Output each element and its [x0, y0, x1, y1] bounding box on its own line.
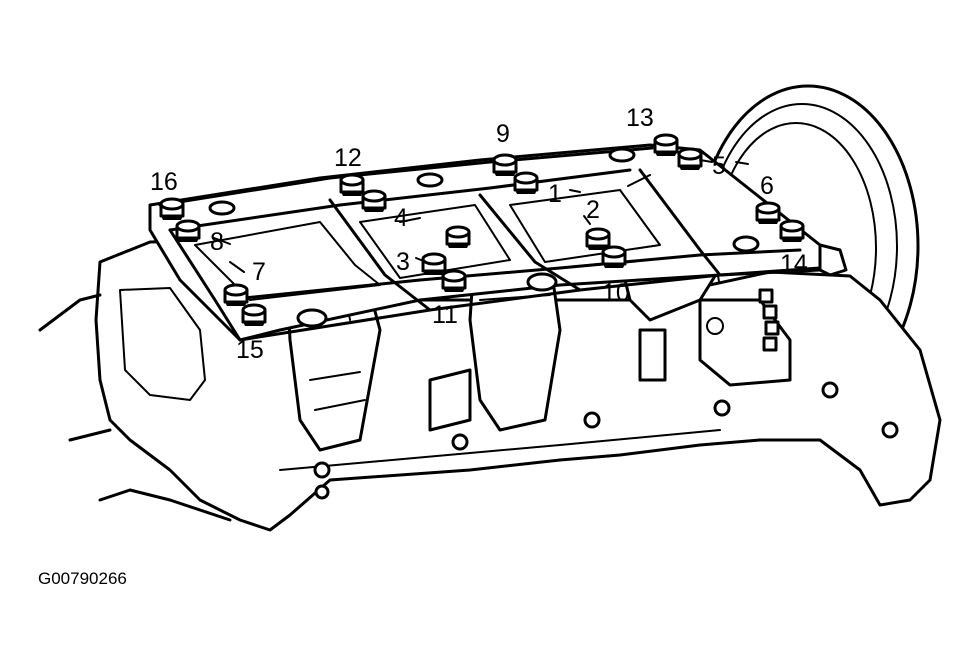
- label-8: 8: [210, 228, 224, 256]
- label-3: 3: [396, 248, 410, 276]
- label-1: 1: [548, 180, 562, 208]
- label-11: 11: [432, 301, 458, 329]
- label-9: 9: [496, 120, 510, 148]
- label-2: 2: [586, 196, 600, 224]
- bolt-6: [755, 201, 781, 224]
- bolt-15: [241, 303, 267, 326]
- bolt-3: [421, 252, 447, 275]
- label-10: 10: [602, 279, 630, 307]
- bolt-12: [339, 173, 365, 196]
- bolt-11: [441, 269, 467, 292]
- leader-lines: [213, 159, 749, 273]
- bolt-sequence-labels: 1 2 3 4 5 6 7 8 9 10 11 12 13 14 15 16: [150, 104, 808, 364]
- bolt-14: [779, 219, 805, 242]
- bolt-9: [492, 153, 518, 176]
- bolt-16: [159, 197, 185, 220]
- label-12: 12: [334, 144, 362, 172]
- bolt-4a: [361, 189, 387, 212]
- figure-id: G00790266: [38, 569, 127, 588]
- label-14: 14: [780, 250, 808, 278]
- label-5: 5: [712, 152, 726, 180]
- bolt-1a: [513, 171, 539, 194]
- label-13: 13: [626, 104, 654, 132]
- bolts: [159, 133, 805, 326]
- bearing-cap-frame: [148, 143, 848, 342]
- label-6: 6: [760, 172, 774, 200]
- bolt-10: [601, 245, 627, 268]
- bolt-2: [585, 227, 611, 250]
- bolt-5: [677, 147, 703, 170]
- label-15: 15: [236, 336, 264, 364]
- bolt-7: [223, 283, 249, 306]
- label-16: 16: [150, 168, 178, 196]
- bolt-4b: [445, 225, 471, 248]
- label-7: 7: [252, 258, 266, 286]
- label-4: 4: [394, 204, 408, 232]
- bolt-8a: [175, 219, 201, 242]
- bolt-13: [653, 133, 679, 156]
